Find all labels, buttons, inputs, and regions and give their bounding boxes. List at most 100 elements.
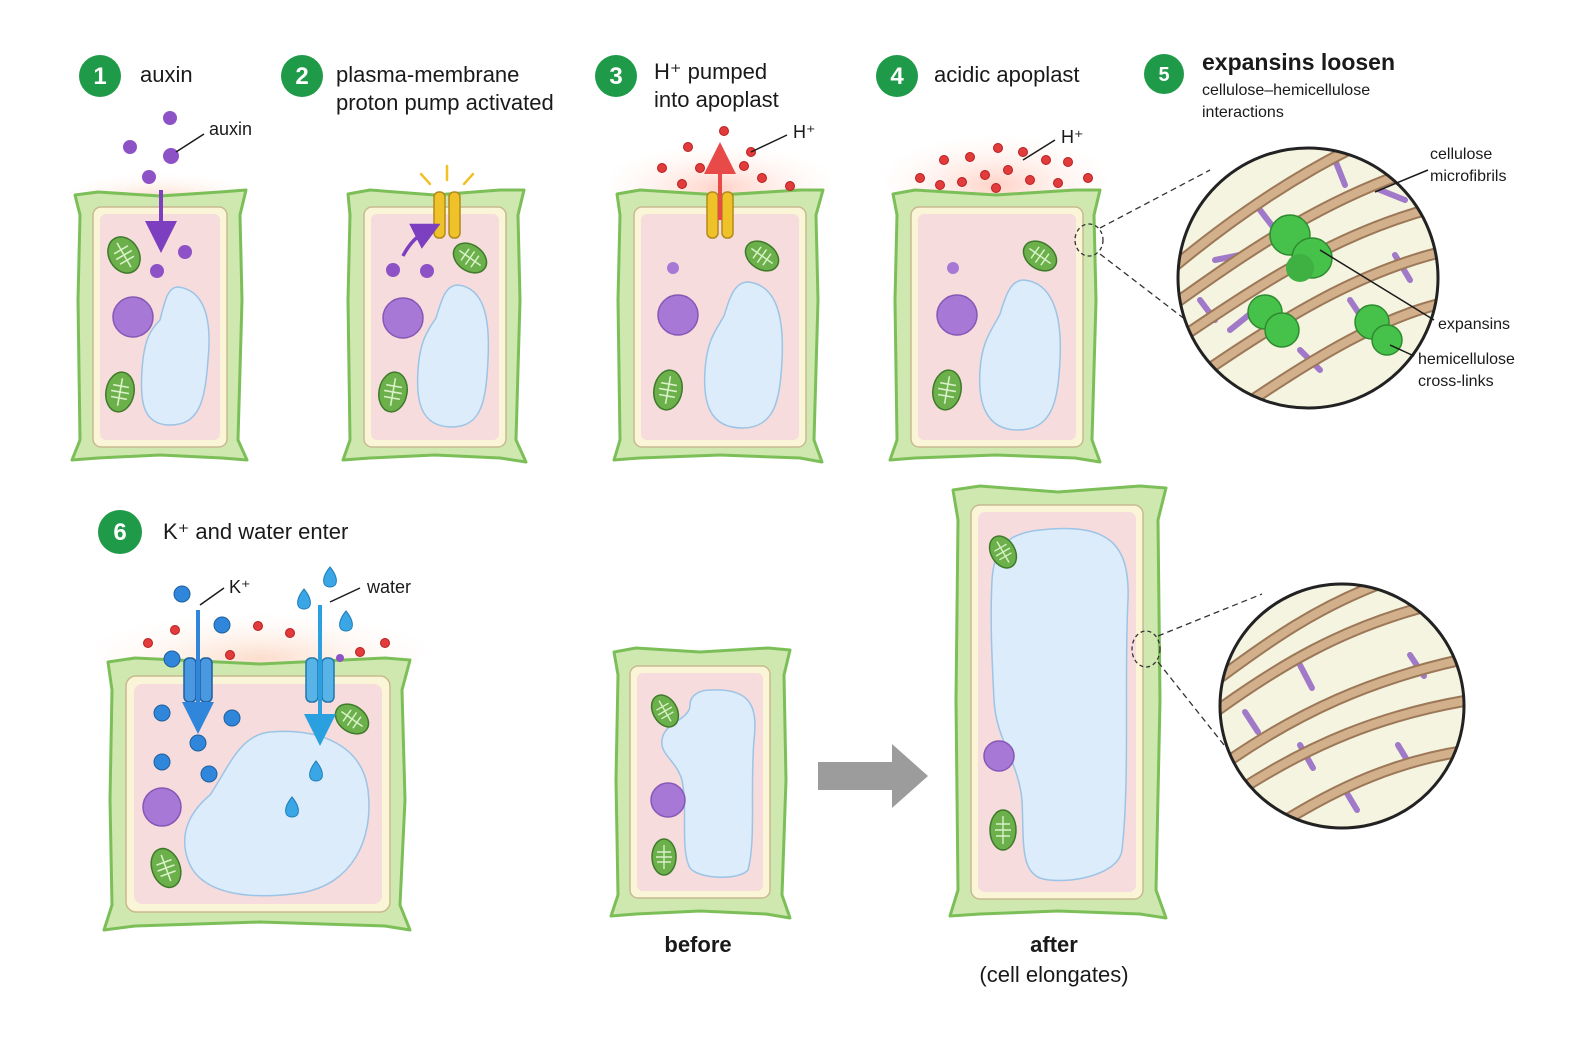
step-5-subtitle-line-1: cellulose–hemicellulose: [1202, 82, 1370, 99]
proton: [1063, 157, 1073, 167]
step-3-number: 3: [609, 63, 622, 90]
leader-line: [175, 133, 205, 153]
wall-zoom-expansins: cellulose microfibrils expansins hemicel…: [1176, 146, 1515, 410]
nucleus: [382, 297, 424, 339]
step-2-title-line-2: proton pump activated: [336, 90, 554, 115]
step-5-number: 5: [1158, 64, 1169, 86]
step-6-title: K⁺ and water enter: [163, 519, 348, 544]
proton: [695, 163, 705, 173]
auxin-molecule: [142, 170, 156, 184]
cell-2: [341, 164, 528, 464]
after-cell: after (cell elongates): [948, 484, 1263, 987]
proton: [1053, 178, 1063, 188]
proton-pump: [706, 191, 734, 239]
wall-zoom-loosened: [1218, 582, 1466, 830]
step-1-title: auxin: [140, 62, 193, 87]
auxin-molecule: [163, 111, 177, 125]
auxin-molecule: [420, 264, 434, 278]
proton: [143, 638, 153, 648]
leader-line: [750, 134, 788, 153]
zoom-line: [1099, 253, 1213, 341]
step-5-title: expansins loosen: [1202, 49, 1395, 75]
step-3-title-line-2: into apoplast: [654, 87, 779, 112]
auxin-molecule: [336, 654, 344, 662]
leader-line: [1319, 249, 1435, 321]
k-plus-label: K⁺: [229, 577, 251, 597]
expansin-protein: [1247, 294, 1300, 348]
step-4-header: 4 acidic apoplast: [876, 55, 1080, 97]
chloroplast: [989, 809, 1017, 851]
nucleus: [650, 782, 686, 818]
cellulose-microfibrils: [1220, 584, 1464, 828]
cell-6: K⁺ water: [95, 566, 425, 932]
proton: [355, 647, 365, 657]
potassium-ion: [213, 616, 231, 634]
step-6-number: 6: [113, 519, 126, 546]
step-5-subtitle-line-2: interactions: [1202, 104, 1284, 121]
step-4-badge: [876, 55, 918, 97]
leader-line: [329, 587, 361, 603]
auxin-molecule: [163, 148, 179, 164]
water-droplet-icon: [309, 760, 323, 782]
auxin-activation-arrow: [401, 223, 441, 257]
aquaporin-channel: [305, 657, 335, 703]
water-label: water: [366, 577, 411, 597]
step-2-header: 2 plasma-membrane proton pump activated: [281, 55, 554, 115]
auxin-label: auxin: [209, 119, 252, 139]
water-droplet-icon: [323, 566, 337, 588]
protons: [915, 143, 1093, 193]
zoom-region-marker: [1074, 223, 1104, 257]
proton: [225, 650, 235, 660]
potassium-ion: [153, 704, 171, 722]
proton: [993, 143, 1003, 153]
hemicellulose-label-line-2: cross-links: [1418, 373, 1494, 390]
step-1-badge: [79, 55, 121, 97]
step-4-title: acidic apoplast: [934, 62, 1080, 87]
chloroplast: [150, 847, 182, 889]
proton: [785, 181, 795, 191]
auxin-molecule: [178, 245, 192, 259]
proton: [965, 152, 975, 162]
vacuole: [990, 527, 1129, 882]
nucleus: [983, 740, 1015, 772]
proton: [957, 177, 967, 187]
step-1-number: 1: [93, 63, 106, 90]
proton: [915, 173, 925, 183]
step-2-title-line-1: plasma-membrane: [336, 62, 519, 87]
water-droplet-icon: [339, 610, 353, 632]
proton: [1041, 155, 1051, 165]
step-6-header: 6 K⁺ and water enter: [98, 510, 348, 554]
cell-1: auxin: [68, 111, 252, 462]
chloroplast: [1022, 240, 1058, 272]
chloroplast: [378, 371, 408, 413]
step-1-header: 1 auxin: [79, 55, 193, 97]
leader-line: [1389, 344, 1415, 357]
proton: [939, 155, 949, 165]
chloroplast: [107, 236, 141, 274]
proton: [719, 126, 729, 136]
water-droplet-icon: [297, 588, 311, 610]
potassium-ion: [189, 734, 207, 752]
potassium-ion: [223, 709, 241, 727]
cellulose-label-line-2: microfibrils: [1430, 168, 1506, 185]
chloroplast: [452, 242, 488, 274]
auxin-molecule: [386, 263, 400, 277]
zoom-line: [1099, 169, 1211, 229]
potassium-ions: [153, 585, 241, 783]
proton: [1083, 173, 1093, 183]
zoom-line: [1157, 593, 1263, 637]
vacuole: [978, 279, 1062, 431]
proton: [1018, 147, 1028, 157]
potassium-ion: [200, 765, 218, 783]
before-cell: before: [609, 646, 792, 957]
auxin-molecule: [947, 262, 959, 274]
step-2-number: 2: [295, 63, 308, 90]
leader-line: [1022, 139, 1056, 161]
proton: [1003, 165, 1013, 175]
step-5-header: 5 expansins loosen cellulose–hemicellulo…: [1144, 49, 1395, 121]
proton: [380, 638, 390, 648]
auxin-molecule: [123, 140, 137, 154]
step-6-badge: [98, 510, 142, 554]
chloroplast: [988, 535, 1018, 569]
potassium-ion: [153, 753, 171, 771]
